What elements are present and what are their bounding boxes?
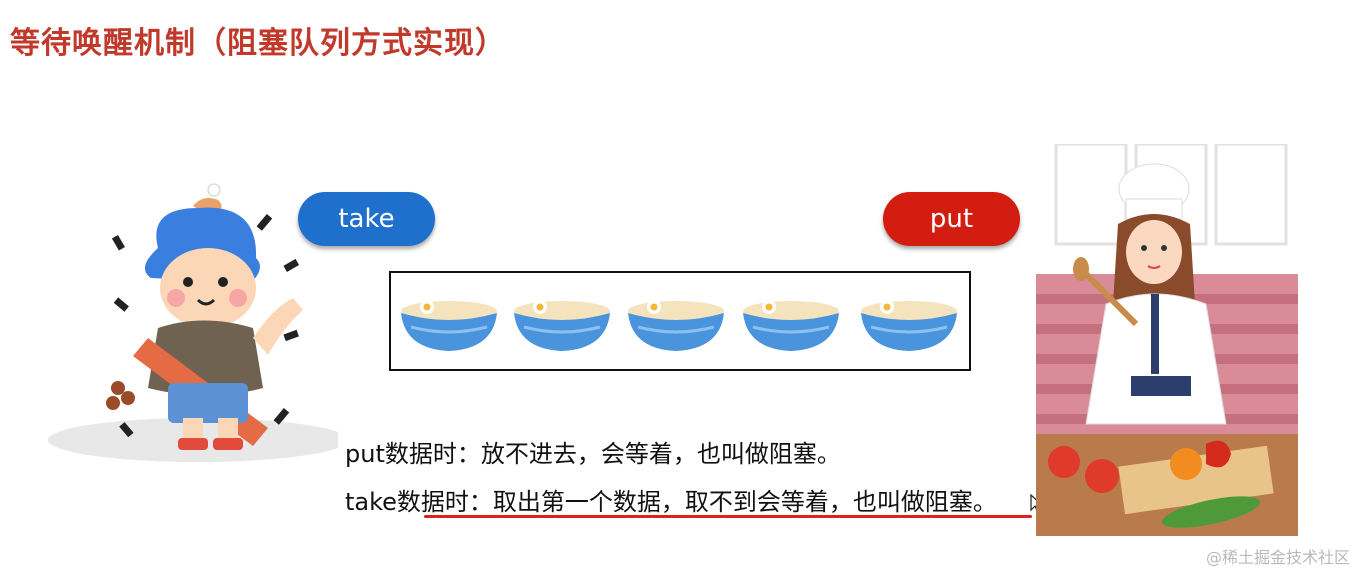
watermark: @稀土掘金技术社区 [1205, 548, 1350, 567]
blocking-queue-box [389, 271, 971, 371]
noodle-bowl-icon [401, 300, 497, 351]
noodle-bowl-icon [514, 300, 610, 351]
put-button[interactable]: put [883, 192, 1020, 246]
take-button[interactable]: take [298, 192, 435, 246]
noodle-bowl-icon [861, 300, 957, 351]
take-description: take数据时：取出第一个数据，取不到会等着，也叫做阻塞。 [345, 488, 997, 516]
put-description: put数据时：放不进去，会等着，也叫做阻塞。 [345, 440, 841, 468]
cartoon-boy-foodie-icon [48, 183, 338, 462]
noodle-bowl-icon [628, 300, 724, 351]
page-title: 等待唤醒机制（阻塞队列方式实现） [10, 26, 506, 61]
highlight-underline [424, 515, 1032, 518]
chef-woman-icon [1036, 144, 1298, 536]
noodle-bowl-icon [743, 300, 839, 351]
